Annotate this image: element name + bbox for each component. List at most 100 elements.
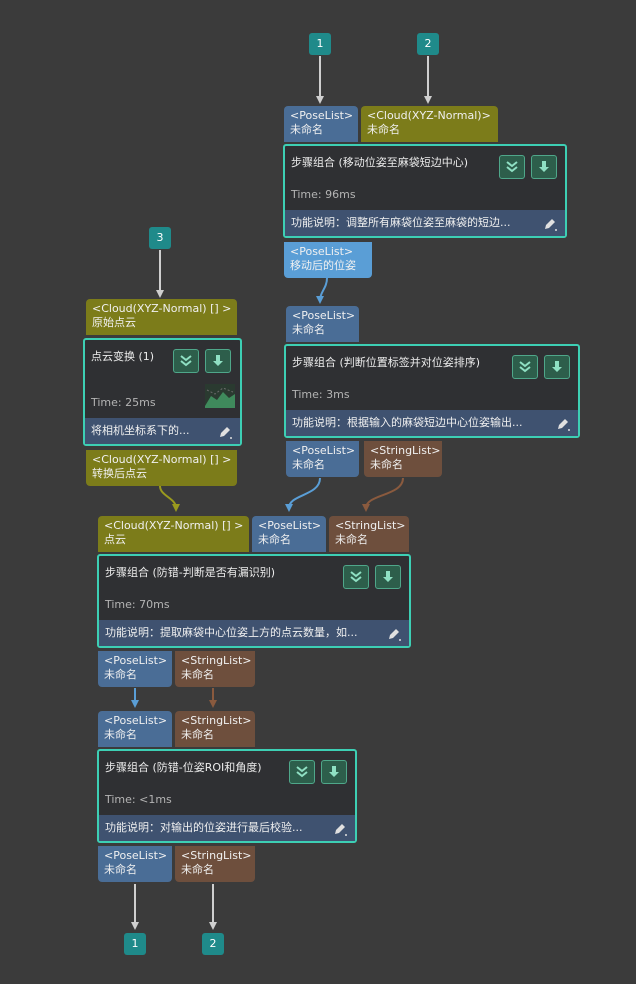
- collapse-button[interactable]: [512, 355, 538, 379]
- collapse-button[interactable]: [343, 565, 369, 589]
- wire-transformed-cloud: [159, 485, 180, 512]
- step-time: Time: <1ms: [105, 793, 172, 806]
- step-description: 将相机坐标系下的...: [85, 418, 240, 444]
- step-point-cloud-transform[interactable]: 点云变换 (1) Time: 25ms 将相机坐标系下的...: [83, 338, 242, 446]
- port-name: 未命名: [290, 123, 323, 136]
- step-description: 功能说明：调整所有麻袋位姿至麻袋的短边...: [285, 210, 565, 236]
- step4-output-string[interactable]: <StringList> 未命名: [175, 651, 255, 687]
- download-button[interactable]: [321, 760, 347, 784]
- chevron-down-double-icon: [506, 161, 518, 173]
- pencil-icon[interactable]: [333, 822, 347, 836]
- port-type: <PoseList>: [104, 849, 168, 862]
- download-arrow-icon: [213, 355, 223, 366]
- collapse-button[interactable]: [289, 760, 315, 784]
- download-button[interactable]: [205, 349, 231, 373]
- port-type: <PoseList>: [104, 654, 168, 667]
- chevron-down-double-icon: [350, 571, 362, 583]
- port-type: <Cloud(XYZ-Normal) [] >: [104, 519, 244, 532]
- port-name: 未命名: [181, 728, 214, 741]
- download-arrow-icon: [539, 161, 549, 172]
- step1-input-cloud[interactable]: <Cloud(XYZ-Normal)> 未命名: [361, 106, 498, 142]
- step4-input-cloud[interactable]: <Cloud(XYZ-Normal) [] > 点云: [98, 516, 249, 552]
- collapse-button[interactable]: [499, 155, 525, 179]
- port-name: 未命名: [104, 863, 137, 876]
- step2-input-cloud[interactable]: <Cloud(XYZ-Normal) [] > 原始点云: [86, 299, 237, 335]
- port-type: <PoseList>: [290, 109, 354, 122]
- port-name: 未命名: [370, 458, 403, 471]
- port-name: 转换后点云: [92, 467, 147, 480]
- step-time: Time: 25ms: [91, 396, 156, 409]
- port-type: <StringList>: [181, 849, 252, 862]
- input-node-1[interactable]: 1: [309, 33, 331, 55]
- step3-output-string[interactable]: <StringList> 未命名: [364, 441, 442, 477]
- download-button[interactable]: [375, 565, 401, 589]
- input-node-3[interactable]: 3: [149, 227, 171, 249]
- port-name: 原始点云: [92, 316, 136, 329]
- port-type: <StringList>: [370, 444, 441, 457]
- port-type: <PoseList>: [104, 714, 168, 727]
- pencil-icon[interactable]: [556, 417, 570, 431]
- step5-output-string[interactable]: <StringList> 未命名: [175, 846, 255, 882]
- preview-thumbnail-icon: [205, 384, 235, 408]
- step1-output-pose[interactable]: <PoseList> 移动后的位姿: [284, 242, 372, 278]
- chevron-down-double-icon: [296, 766, 308, 778]
- wire-sorted-pose: [285, 477, 321, 512]
- port-name: 未命名: [181, 863, 214, 876]
- step5-output-pose[interactable]: <PoseList> 未命名: [98, 846, 172, 882]
- step-title: 步骤组合 (移动位姿至麻袋短边中心): [291, 156, 469, 169]
- step5-input-pose[interactable]: <PoseList> 未命名: [98, 711, 172, 747]
- step-judge-label-and-sort-pose[interactable]: 步骤组合 (判断位置标签并对位姿排序) Time: 3ms 功能说明：根据输入的…: [284, 344, 580, 438]
- step3-output-pose[interactable]: <PoseList> 未命名: [286, 441, 359, 477]
- port-name: 未命名: [258, 533, 291, 546]
- step4-output-pose[interactable]: <PoseList> 未命名: [98, 651, 172, 687]
- port-name: 移动后的位姿: [290, 259, 356, 272]
- port-type: <StringList>: [181, 714, 252, 727]
- port-type: <PoseList>: [290, 245, 354, 258]
- download-arrow-icon: [383, 571, 393, 582]
- chevron-down-double-icon: [180, 355, 192, 367]
- wire-sorted-label: [362, 477, 404, 512]
- step-time: Time: 96ms: [291, 188, 356, 201]
- port-name: 未命名: [292, 458, 325, 471]
- port-name: 未命名: [104, 728, 137, 741]
- output-node-1[interactable]: 1: [124, 933, 146, 955]
- step-title: 点云变换 (1): [91, 350, 155, 363]
- step-check-pose-roi-and-angle[interactable]: 步骤组合 (防错-位姿ROI和角度) Time: <1ms 功能说明：对输出的位…: [97, 749, 357, 843]
- step-description: 功能说明：根据输入的麻袋短边中心位姿输出...: [286, 410, 578, 436]
- step-title: 步骤组合 (判断位置标签并对位姿排序): [292, 356, 481, 369]
- step-title: 步骤组合 (防错-判断是否有漏识别): [105, 566, 276, 579]
- step1-input-pose[interactable]: <PoseList> 未命名: [284, 106, 358, 142]
- step-description: 功能说明：提取麻袋中心位姿上方的点云数量，如...: [99, 620, 409, 646]
- pencil-icon[interactable]: [543, 217, 557, 231]
- pencil-icon[interactable]: [218, 425, 232, 439]
- port-name: 未命名: [335, 533, 368, 546]
- download-button[interactable]: [544, 355, 570, 379]
- collapse-button[interactable]: [173, 349, 199, 373]
- output-node-2[interactable]: 2: [202, 933, 224, 955]
- port-type: <Cloud(XYZ-Normal)>: [367, 109, 491, 122]
- step4-input-string[interactable]: <StringList> 未命名: [329, 516, 409, 552]
- step2-output-cloud[interactable]: <Cloud(XYZ-Normal) [] > 转换后点云: [86, 450, 237, 486]
- step5-input-string[interactable]: <StringList> 未命名: [175, 711, 255, 747]
- wire-moved-pose: [316, 277, 328, 304]
- port-name: 未命名: [367, 123, 400, 136]
- input-node-2[interactable]: 2: [417, 33, 439, 55]
- step-check-missed-detection[interactable]: 步骤组合 (防错-判断是否有漏识别) Time: 70ms 功能说明：提取麻袋中…: [97, 554, 411, 648]
- chevron-down-double-icon: [519, 361, 531, 373]
- step3-input-pose[interactable]: <PoseList> 未命名: [286, 306, 359, 342]
- port-type: <StringList>: [181, 654, 252, 667]
- port-name: 未命名: [104, 668, 137, 681]
- download-button[interactable]: [531, 155, 557, 179]
- step-move-pose-to-short-edge[interactable]: 步骤组合 (移动位姿至麻袋短边中心) Time: 96ms 功能说明：调整所有麻…: [283, 144, 567, 238]
- step-title: 步骤组合 (防错-位姿ROI和角度): [105, 761, 262, 774]
- port-type: <PoseList>: [258, 519, 322, 532]
- download-arrow-icon: [552, 361, 562, 372]
- step-time: Time: 3ms: [292, 388, 350, 401]
- port-type: <PoseList>: [292, 444, 356, 457]
- pencil-icon[interactable]: [387, 627, 401, 641]
- step4-input-pose[interactable]: <PoseList> 未命名: [252, 516, 326, 552]
- port-name: 未命名: [181, 668, 214, 681]
- port-type: <StringList>: [335, 519, 406, 532]
- port-name: 未命名: [292, 323, 325, 336]
